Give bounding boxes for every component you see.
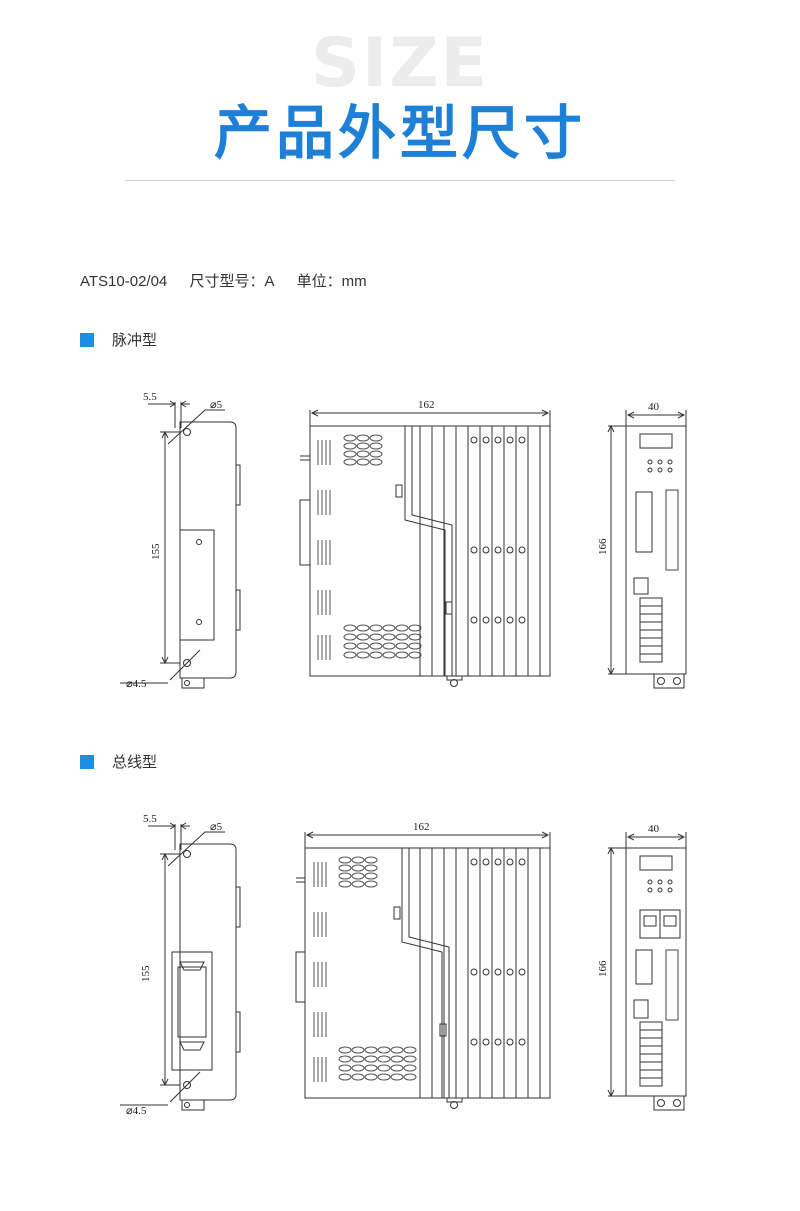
spec-unit: 单位：mm [296, 273, 367, 290]
vent-slots-left [313, 862, 327, 1082]
dim-offset: 5.5 [143, 391, 157, 403]
dim-depth: 162 [413, 821, 430, 833]
dim-height-left: 155 [150, 543, 162, 560]
title-divider [125, 180, 675, 181]
keypad-buttons [647, 879, 673, 893]
dim-depth: 162 [418, 399, 435, 411]
dim-width: 40 [648, 823, 660, 835]
io-connector [635, 949, 653, 985]
led-display [639, 855, 673, 871]
section-heading-pulse: 脉冲型 [80, 329, 157, 350]
dim-height-front: 166 [597, 538, 609, 555]
mount-hole-bottom [183, 659, 191, 667]
dim-hole-bottom: ⌀4.5 [126, 1105, 147, 1117]
ground-screw-icon [450, 679, 458, 687]
io-connector [635, 491, 653, 553]
dim-hole-top: ⌀5 [210, 399, 223, 411]
side-view-left [120, 822, 241, 1111]
vent-slots-left [317, 440, 331, 660]
heatsink-fins [401, 848, 541, 1098]
side-view-middle [299, 409, 551, 687]
encoder-connector [633, 999, 649, 1019]
front-view [607, 410, 687, 689]
keypad-buttons [647, 459, 673, 473]
heatsink-fins [404, 426, 541, 676]
section-label: 总线型 [112, 754, 158, 771]
vent-holes-top [343, 434, 383, 466]
section-marker-icon [80, 333, 94, 347]
spec-line: ATS10-02/04 尺寸型号：A 单位：mm [80, 270, 385, 291]
bus-type-drawing: 5.5 ⌀5 155 ⌀4.5 162 40 166 [120, 813, 687, 1117]
mount-hole-bottom [183, 1081, 191, 1089]
dim-offset: 5.5 [143, 813, 157, 825]
vent-holes-bottom [343, 624, 422, 659]
size-watermark: SIZE [310, 24, 490, 103]
section-marker-icon [80, 755, 94, 769]
encoder-connector [633, 577, 649, 595]
ground-screw-icon [450, 1101, 458, 1109]
spec-size-type: 尺寸型号：A [189, 273, 275, 290]
mounting-plate [179, 529, 215, 641]
front-view [607, 832, 687, 1111]
mount-hole-top [183, 850, 191, 858]
page-title: 产品外型尺寸 [213, 99, 586, 167]
section-heading-bus: 总线型 [80, 751, 157, 772]
led-display [639, 433, 673, 449]
dim-hole-bottom: ⌀4.5 [126, 678, 147, 690]
spec-model: ATS10-02/04 [80, 273, 168, 290]
section-label: 脉冲型 [112, 332, 158, 349]
dim-height-left: 155 [140, 965, 152, 982]
vent-holes-bottom [338, 1046, 417, 1081]
side-view-left [120, 400, 241, 689]
dim-height-front: 166 [597, 960, 609, 977]
side-view-middle [295, 831, 551, 1109]
pulse-type-drawing: 5.5 ⌀5 155 ⌀4.5 162 40 166 [120, 391, 687, 690]
mount-hole-top [183, 428, 191, 436]
dim-hole-top: ⌀5 [210, 821, 223, 833]
dim-width: 40 [648, 401, 660, 413]
vent-holes-top [338, 856, 378, 888]
mounting-plate [171, 951, 213, 1071]
